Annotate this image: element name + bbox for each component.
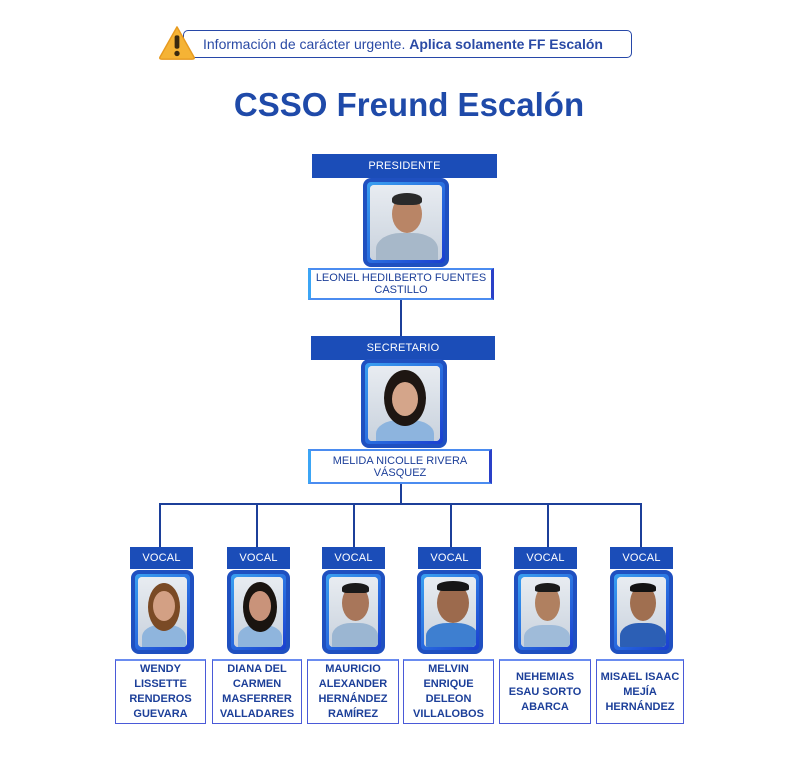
connector-secretary-bus [400,484,402,504]
vocal-name: MISAEL ISAAC MEJÍA HERNÁNDEZ [596,659,684,724]
vocal-name: MELVIN ENRIQUE DELEON VILLALOBOS [403,659,494,724]
connector-vocal-2 [256,503,258,547]
vocal-photo [131,570,194,654]
secretary-photo [361,359,447,448]
notice-text: Información de carácter urgente. Aplica … [203,36,603,52]
vocal-name: MAURICIO ALEXANDER HERNÁNDEZ RAMÍREZ [307,659,399,724]
vocal-name: NEHEMIAS ESAU SORTO ABARCA [499,659,591,724]
secretary-name: MELIDA NICOLLE RIVERA VÁSQUEZ [308,449,492,484]
president-role: PRESIDENTE [312,154,497,178]
notice-box [183,30,632,58]
president-name: LEONEL HEDILBERTO FUENTES CASTILLO [308,268,494,300]
vocal-role: VOCAL [418,547,481,569]
vocal-photo [227,570,290,654]
vocal-role: VOCAL [610,547,673,569]
connector-vocal-6 [640,503,642,547]
vocal-role: VOCAL [130,547,193,569]
vocal-photo [514,570,577,654]
connector-horizontal-bus [159,503,641,505]
vocal-name: DIANA DEL CARMEN MASFERRER VALLADARES [212,659,302,724]
connector-vocal-3 [353,503,355,547]
vocal-role: VOCAL [514,547,577,569]
vocal-photo [322,570,385,654]
page-title: CSSO Freund Escalón [233,86,585,123]
connector-vocal-5 [547,503,549,547]
warning-icon [158,26,196,60]
connector-vocal-1 [159,503,161,547]
notice-regular: Información de carácter urgente. [203,36,406,52]
vocal-name: WENDY LISSETTE RENDEROS GUEVARA [115,659,206,724]
connector-president-secretary [400,298,402,336]
notice-bold: Aplica solamente FF Escalón [409,36,603,52]
vocal-role: VOCAL [322,547,385,569]
vocal-photo [610,570,673,654]
vocal-photo [417,570,483,654]
president-photo [363,178,449,267]
vocal-role: VOCAL [227,547,290,569]
connector-vocal-4 [450,503,452,547]
secretary-role: SECRETARIO [311,336,495,360]
